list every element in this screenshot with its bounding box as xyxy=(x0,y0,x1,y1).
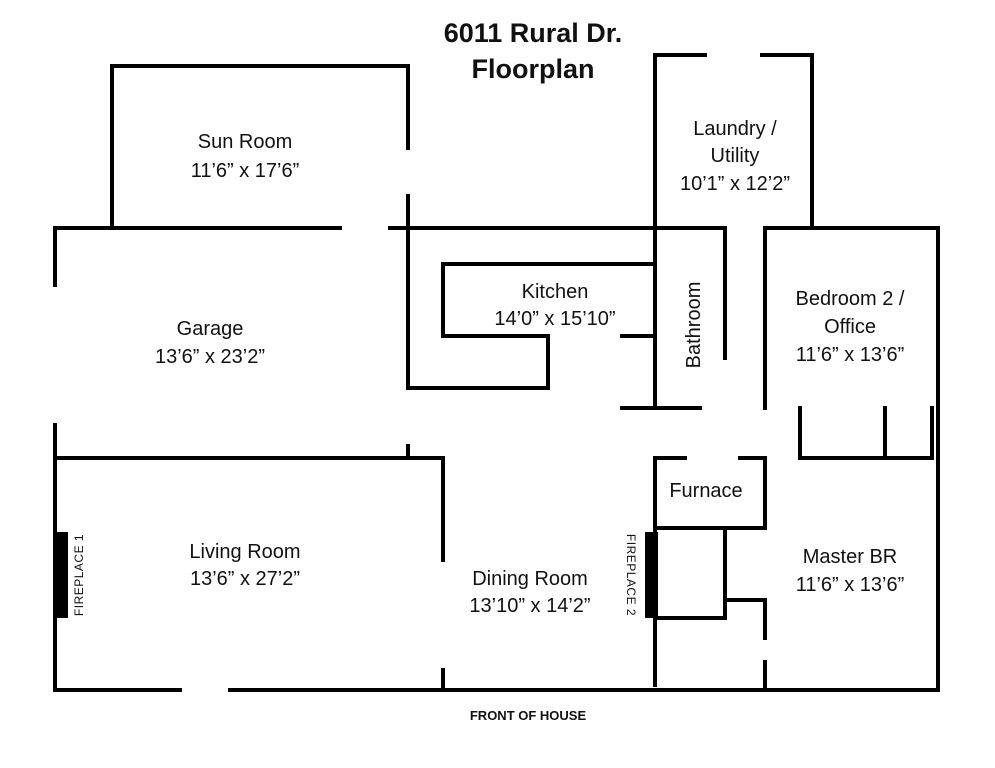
plan-title-line2: Floorplan xyxy=(472,54,595,84)
fireplace-2-label: FIREPLACE 2 xyxy=(624,534,638,616)
fireplace-1-label: FIREPLACE 1 xyxy=(72,534,86,616)
kitchen-dims: 14’0” x 15’10” xyxy=(494,308,615,330)
furnace-name: Furnace xyxy=(669,480,742,502)
fireplace-1 xyxy=(55,532,68,618)
fireplace-2 xyxy=(645,532,658,618)
bathroom-name: Bathroom xyxy=(683,282,705,369)
living-room-dims: 13’6” x 27’2” xyxy=(190,568,300,590)
master-br-dims: 11’6” x 13’6” xyxy=(796,574,905,596)
sun-room-dims: 11’6” x 17’6” xyxy=(191,160,300,182)
master-br-name: Master BR xyxy=(803,546,897,568)
living-room-name: Living Room xyxy=(189,541,300,563)
plan-title-line1: 6011 Rural Dr. xyxy=(444,18,623,48)
laundry-dims: 10’1” x 12’2” xyxy=(680,173,790,195)
garage-name: Garage xyxy=(177,318,244,340)
dining-room-name: Dining Room xyxy=(472,568,588,590)
sun-room-name: Sun Room xyxy=(198,131,293,153)
kitchen-name: Kitchen xyxy=(522,281,589,303)
bedroom2-name-line1: Bedroom 2 / xyxy=(796,288,905,310)
walls xyxy=(53,53,940,692)
laundry-name-line1: Laundry / xyxy=(693,118,777,140)
front-of-house-label: FRONT OF HOUSE xyxy=(470,708,587,723)
bedroom2-name-line2: Office xyxy=(824,316,876,338)
laundry-name-line2: Utility xyxy=(711,145,760,167)
bedroom2-dims: 11’6” x 13’6” xyxy=(796,344,905,366)
dining-room-dims: 13’10” x 14’2” xyxy=(469,595,590,617)
garage-dims: 13’6” x 23’2” xyxy=(155,346,265,368)
